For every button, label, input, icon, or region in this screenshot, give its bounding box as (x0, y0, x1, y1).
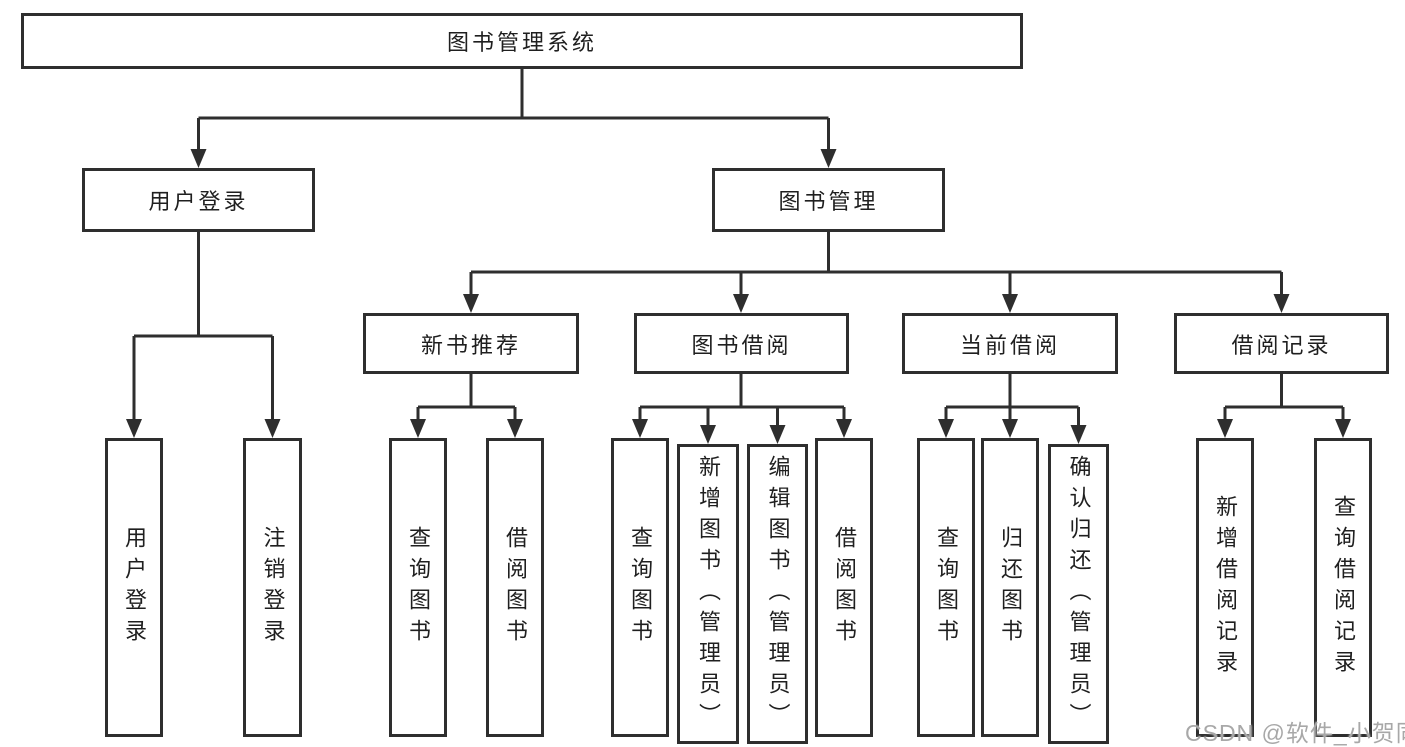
node-label: 新书推荐 (420, 332, 521, 358)
connector-current-borrow (938, 374, 1087, 444)
node-label: 借阅图书 (503, 525, 528, 650)
arrowhead (1002, 419, 1018, 438)
node-label: 查询图书 (406, 525, 431, 650)
node-label: 查询图书 (934, 525, 959, 650)
leaf-query-books-recommend: 查询图书 (389, 438, 447, 737)
arrowhead (1217, 419, 1233, 438)
arrowhead (126, 419, 142, 438)
node-label: 借阅记录 (1231, 332, 1332, 358)
node-current-borrow: 当前借阅 (902, 313, 1118, 374)
node-label: 编辑图书（管理员） (765, 454, 791, 734)
leaf-borrow-books-recommend: 借阅图书 (486, 438, 544, 737)
node-label: 用户登录 (148, 189, 249, 214)
node-label: 注销登录 (260, 525, 286, 650)
connector-book-borrow (632, 374, 852, 444)
node-label: 新增借阅记录 (1213, 494, 1238, 681)
arrowhead (700, 425, 716, 444)
node-label: 当前借阅 (959, 332, 1060, 358)
csdn-watermark: CSDN @软件_小贺同学 (1185, 720, 1405, 746)
leaf-borrow-books: 借阅图书 (815, 438, 873, 737)
connector-user-login (126, 232, 281, 438)
arrowhead (632, 419, 648, 438)
node-label: 借阅图书 (832, 525, 857, 650)
arrowhead (1002, 294, 1018, 313)
leaf-edit-books-admin: 编辑图书（管理员） (747, 444, 808, 744)
node-label: 图书管理 (778, 189, 879, 214)
leaf-query-borrow-record: 查询借阅记录 (1314, 438, 1372, 737)
connector-root (190, 69, 837, 168)
node-new-book-recommend: 新书推荐 (363, 313, 579, 374)
arrowhead (1335, 419, 1351, 438)
connector-book-management (463, 232, 1290, 313)
arrowhead (1273, 294, 1290, 313)
arrowhead (463, 294, 479, 313)
leaf-query-books-borrow: 查询图书 (611, 438, 669, 737)
arrowhead (938, 419, 954, 438)
leaf-user-login: 用户登录 (105, 438, 163, 737)
arrowhead (410, 419, 426, 438)
node-label: 新增图书（管理员） (696, 454, 721, 734)
arrowhead (1070, 425, 1087, 444)
leaf-add-books-admin: 新增图书（管理员） (677, 444, 739, 744)
leaf-add-borrow-record: 新增借阅记录 (1196, 438, 1254, 737)
arrowhead (264, 419, 281, 438)
leaf-query-books-current: 查询图书 (917, 438, 975, 737)
node-label: 图书管理系统 (446, 30, 597, 55)
node-book-management: 图书管理 (712, 168, 945, 232)
node-borrow-records: 借阅记录 (1174, 313, 1389, 374)
node-root-library-system: 图书管理系统 (21, 13, 1023, 69)
connector-borrow-records (1217, 374, 1351, 438)
node-label: 归还图书 (998, 525, 1023, 650)
arrowhead (836, 419, 852, 438)
arrowhead (733, 294, 749, 313)
leaf-confirm-return-admin: 确认归还（管理员） (1048, 444, 1109, 744)
arrowhead (769, 425, 786, 444)
node-user-login: 用户登录 (82, 168, 315, 232)
node-label: 查询图书 (628, 525, 653, 650)
leaf-return-books: 归还图书 (981, 438, 1039, 737)
node-label: 图书借阅 (691, 332, 792, 358)
arrowhead (507, 419, 523, 438)
leaf-logout: 注销登录 (243, 438, 302, 737)
node-label: 确认归还（管理员） (1066, 454, 1092, 734)
node-label: 查询借阅记录 (1331, 494, 1356, 681)
arrowhead (820, 149, 837, 168)
node-label: 用户登录 (122, 525, 147, 650)
node-book-borrow: 图书借阅 (634, 313, 849, 374)
connector-new-book-recommend (410, 374, 523, 438)
arrowhead (190, 149, 207, 168)
